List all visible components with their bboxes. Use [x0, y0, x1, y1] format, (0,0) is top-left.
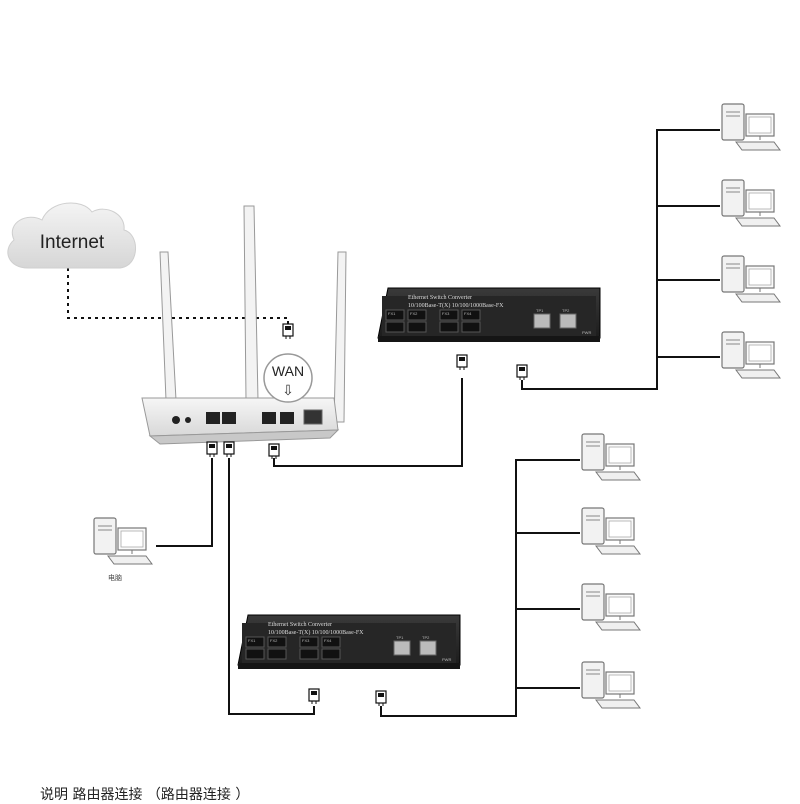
switch-upper-title: Ethernet Switch Converter: [408, 295, 472, 301]
rj45-connector-switch-2-in: [308, 688, 320, 705]
switch-upper-subtitle: 10/100Base-T(X) 10/100/1000Base-FX: [408, 302, 504, 309]
router-lan-port-2: [222, 412, 236, 424]
rj45-connector-switch-1-in: [456, 354, 468, 371]
rj45-connector-switch-2-out: [375, 690, 387, 707]
antenna-right: [333, 251, 347, 423]
pc-icon: [581, 583, 641, 631]
switch-upper-port-label-4: FX4: [464, 311, 472, 316]
rj45-connector-router-b: [223, 441, 235, 458]
switch-lower-tp2-label: TP2: [422, 635, 430, 640]
fiber-switch-upper: Ethernet Switch Converter 10/100Base-T(X…: [377, 287, 601, 343]
switch-lower-port-label-3: FX3: [302, 638, 310, 643]
wan-down-arrow-icon: ⇩: [282, 383, 294, 399]
pc-icon: [581, 661, 641, 709]
pc-icon: 电脑: [93, 517, 153, 582]
pc-icon: [721, 179, 781, 227]
pc-icon: [721, 331, 781, 379]
wan-badge: WAN ⇩: [263, 353, 313, 403]
wan-label: WAN: [272, 363, 304, 379]
pc-icon: [581, 433, 641, 481]
switch-lower-pwr-label: PWR: [442, 657, 451, 662]
switch-upper-pwr-label: PWR: [582, 330, 591, 335]
switch-upper-port-label-3: FX3: [442, 311, 450, 316]
rj45-connector-router-a: [206, 441, 218, 458]
pc-icon: [721, 103, 781, 151]
switch-lower-title: Ethernet Switch Converter: [268, 622, 332, 628]
switch-upper-port-label-1: FX1: [388, 311, 396, 316]
link-router-to-pc: [156, 458, 213, 547]
switch-lower-port-label-4: FX4: [324, 638, 332, 643]
reset-button: [185, 417, 191, 423]
power-jack: [172, 416, 180, 424]
router-lan-port-1: [206, 412, 220, 424]
switch-upper-tp2-label: TP2: [562, 308, 570, 313]
bottom-caption: 说明 路由器连接 （路由器连接 ）: [40, 787, 250, 803]
link-router-to-switch-1: [273, 378, 463, 467]
fiber-switch-lower: Ethernet Switch Converter 10/100Base-T(X…: [237, 614, 461, 670]
antenna-left: [159, 251, 177, 401]
switch-upper-tp1-label: TP1: [536, 308, 544, 313]
link-switch-2-to-pcs: [380, 459, 580, 717]
switch-upper-port-label-2: FX2: [410, 311, 418, 316]
wireless-router: [141, 205, 347, 445]
switch-lower-subtitle: 10/100Base-T(X) 10/100/1000Base-FX: [268, 629, 364, 636]
pc-label: 电脑: [108, 573, 122, 582]
link-switch-1-to-pcs: [521, 129, 720, 390]
switch-lower-port-label-2: FX2: [270, 638, 278, 643]
link-router-to-switch-2: [228, 458, 315, 715]
rj45-connector-switch-1-out: [516, 364, 528, 381]
internet-cloud: Internet: [7, 202, 136, 269]
rj45-connector-wan: [282, 323, 294, 340]
rj45-connector-router-c: [268, 443, 280, 460]
router-lan-port-3: [262, 412, 276, 424]
internet-label: Internet: [40, 232, 105, 253]
pc-icon: [581, 507, 641, 555]
antenna-center: [243, 205, 259, 401]
switch-lower-port-label-1: FX1: [248, 638, 256, 643]
switch-lower-tp1-label: TP1: [396, 635, 404, 640]
pc-icon: [721, 255, 781, 303]
router-wan-port: [303, 409, 323, 425]
router-lan-port-4: [280, 412, 294, 424]
